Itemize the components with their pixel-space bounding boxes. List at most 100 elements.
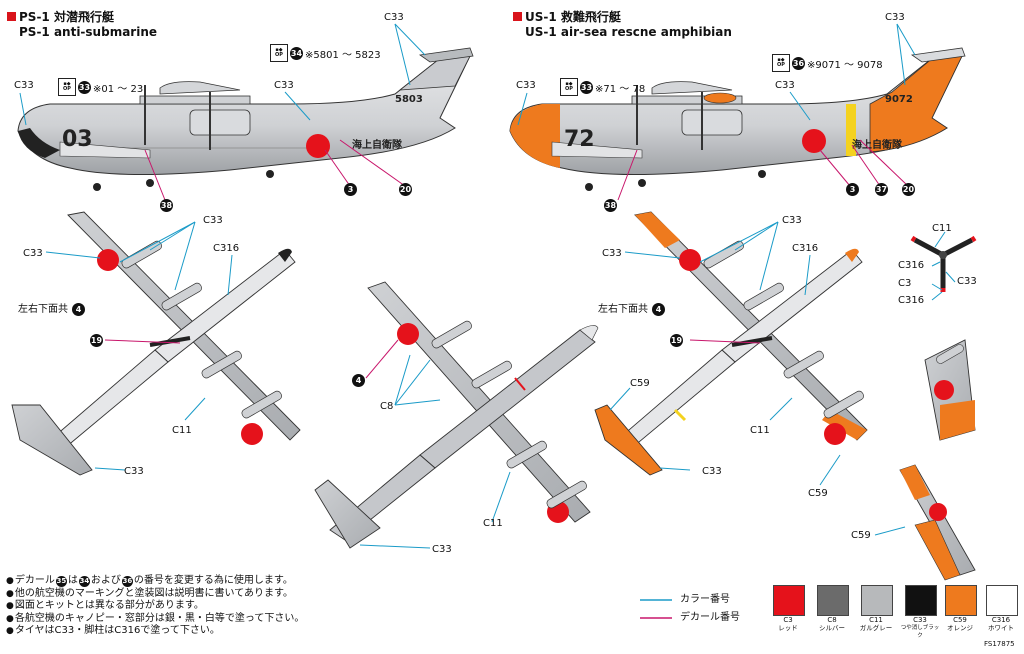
us1-wingtip-detail — [924, 339, 976, 441]
note-3: ●図面とキットとは異なる部分があります。 — [6, 600, 204, 612]
us1-serial-33: ▪◆OP 33 ※71 ～ 78 — [560, 78, 645, 96]
swatch — [773, 585, 805, 616]
ps1-serial-33-text: ※01 ～ 23 — [93, 83, 144, 95]
op-icon: ▪◆OP — [58, 78, 76, 96]
ps1-side-c33-tail: C33 — [384, 12, 404, 23]
swatch — [945, 585, 977, 616]
ps1-title-jp: PS-1 対潜飛行艇 — [19, 10, 114, 24]
ps1-top-c33-tail: C33 — [124, 466, 144, 477]
us1-serial-36: ▪◆OP 36 ※9071 ～ 9078 — [772, 54, 883, 72]
ps1-top-c11: C11 — [172, 425, 192, 436]
ps1-side-c33-nose: C33 — [14, 80, 34, 91]
op-icon: ▪◆OP — [772, 54, 790, 72]
legend-color-number: カラー番号 — [680, 594, 730, 605]
propeller-detail — [910, 231, 977, 301]
us1-decal-37: 37 — [875, 183, 888, 196]
swatch — [905, 585, 937, 616]
center-c11: C11 — [483, 518, 503, 529]
swatch — [986, 585, 1018, 616]
us1-decal-3: 3 — [846, 183, 859, 196]
us1-top-c11: C11 — [750, 425, 770, 436]
us1-top-c33-left: C33 — [602, 248, 622, 259]
us1-title-jp: US-1 救難飛行艇 — [525, 10, 621, 24]
color-chip-c59: C59 オレンジ — [940, 585, 980, 632]
decal-marker-34: 34 — [290, 46, 303, 60]
product-code: FS17875 — [984, 640, 1015, 648]
color-chip-c8: C8 シルバー — [812, 585, 852, 632]
ps1-title-en: PS-1 anti-submarine — [19, 25, 158, 39]
op-icon: ▪◆OP — [270, 44, 288, 62]
color-chip-c316: C316 ホワイト — [981, 585, 1021, 632]
us1-top-c316: C316 — [792, 243, 819, 254]
ps1-serial-33: ▪◆OP 33 ※01 ～ 23 — [58, 78, 143, 96]
us1-decal-38: 38 — [604, 199, 617, 212]
ps1-tail-number: 5803 — [395, 94, 423, 105]
legend-decal-number: デカール番号 — [680, 612, 740, 623]
ps1-title-marker — [7, 12, 16, 21]
prop-c11: C11 — [932, 223, 952, 234]
ps1-decal-38: 38 — [160, 199, 173, 212]
ps1-serial-34-text: ※5801 ～ 5823 — [305, 49, 381, 61]
us1-top-view — [594, 211, 868, 486]
us1-side-c33-mid: C33 — [775, 80, 795, 91]
us1-top-c33-tail: C33 — [702, 466, 722, 477]
us1-side-c33-nose: C33 — [516, 80, 536, 91]
op-icon: ▪◆OP — [560, 78, 578, 96]
ps1-top-c33-right: C33 — [203, 215, 223, 226]
us1-title-marker — [513, 12, 522, 21]
center-c33: C33 — [432, 544, 452, 555]
us1-title-en: US-1 air-sea rescne amphibian — [525, 25, 732, 39]
note-2: ●他の航空機のマーキングと塗装図は説明書に書いてあります。 — [6, 587, 293, 599]
color-chip-c3: C3 レッド — [768, 585, 808, 632]
ps1-decal-3: 3 — [344, 183, 357, 196]
note-1: ●デカール 35 は 34 および 36 の番号を変更する為に使用します。 — [6, 575, 293, 587]
note-4: ●各航空機のキャノピー・窓部分は銀・黒・白等で塗って下さい。 — [6, 612, 305, 624]
decal-marker-36: 36 — [792, 56, 805, 70]
ps1-top-view — [11, 211, 301, 476]
us1-underside-note: 左右下面共 4 — [598, 303, 665, 316]
notes-block: ●デカール 35 は 34 および 36 の番号を変更する為に使用します。 ●他… — [6, 575, 304, 638]
decal-marker-35: 35 — [55, 575, 67, 587]
ps1-top-c316: C316 — [213, 243, 240, 254]
ps1-underside-note: 左右下面共 4 — [18, 303, 85, 316]
us1-top-c59-right: C59 — [808, 488, 828, 499]
ps1-side-c33-mid: C33 — [274, 80, 294, 91]
us1-tail-number: 9072 — [885, 94, 913, 105]
decal-marker-33: 33 — [78, 80, 91, 94]
swatch — [861, 585, 893, 616]
us1-tail-detail — [874, 464, 976, 581]
prop-c316-top: C316 — [898, 260, 925, 271]
prop-c3: C3 — [898, 278, 912, 289]
us1-side-view: 72 9072 海上自衛隊 — [509, 23, 966, 201]
prop-c316-bottom: C316 — [898, 295, 925, 306]
us1-nose-number: 72 — [564, 127, 595, 152]
decal-marker-34: 34 — [78, 575, 90, 587]
us1-top-c59-left: C59 — [630, 378, 650, 389]
decal-marker-36: 36 — [121, 575, 133, 587]
us1-tail-c59: C59 — [851, 530, 871, 541]
note-5: ●タイヤはC33・脚柱はC316で塗って下さい。 — [6, 625, 220, 637]
center-c8: C8 — [380, 401, 394, 412]
color-chip-c11: C11 ガルグレー — [856, 585, 896, 632]
ps1-decal-19: 19 — [90, 334, 103, 347]
us1-serial-33-text: ※71 ～ 78 — [595, 83, 646, 95]
ps1-nose-number: 03 — [62, 127, 93, 152]
us1-side-c33-tail: C33 — [885, 12, 905, 23]
decal-marker-4: 4 — [652, 303, 665, 316]
us1-hull-text: 海上自衛隊 — [852, 138, 903, 151]
decal-marker-33: 33 — [580, 80, 593, 94]
ps1-serial-34: ▪◆OP 34 ※5801 ～ 5823 — [270, 44, 381, 62]
prop-c33: C33 — [957, 276, 977, 287]
color-chip-c33: C33 つや消しブラック — [900, 585, 940, 640]
us1-top-c33-right: C33 — [782, 215, 802, 226]
ps1-decal-20: 20 — [399, 183, 412, 196]
ps1-hull-text: 海上自衛隊 — [352, 138, 403, 151]
us1-serial-36-text: ※9071 ～ 9078 — [807, 59, 883, 71]
us1-decal-20: 20 — [902, 183, 915, 196]
ps1-side-view: 03 5803 海上自衛隊 — [17, 23, 474, 201]
ps1-top-c33-left: C33 — [23, 248, 43, 259]
decal-marker-4: 4 — [72, 303, 85, 316]
center-decal-4: 4 — [352, 374, 365, 387]
swatch — [817, 585, 849, 616]
